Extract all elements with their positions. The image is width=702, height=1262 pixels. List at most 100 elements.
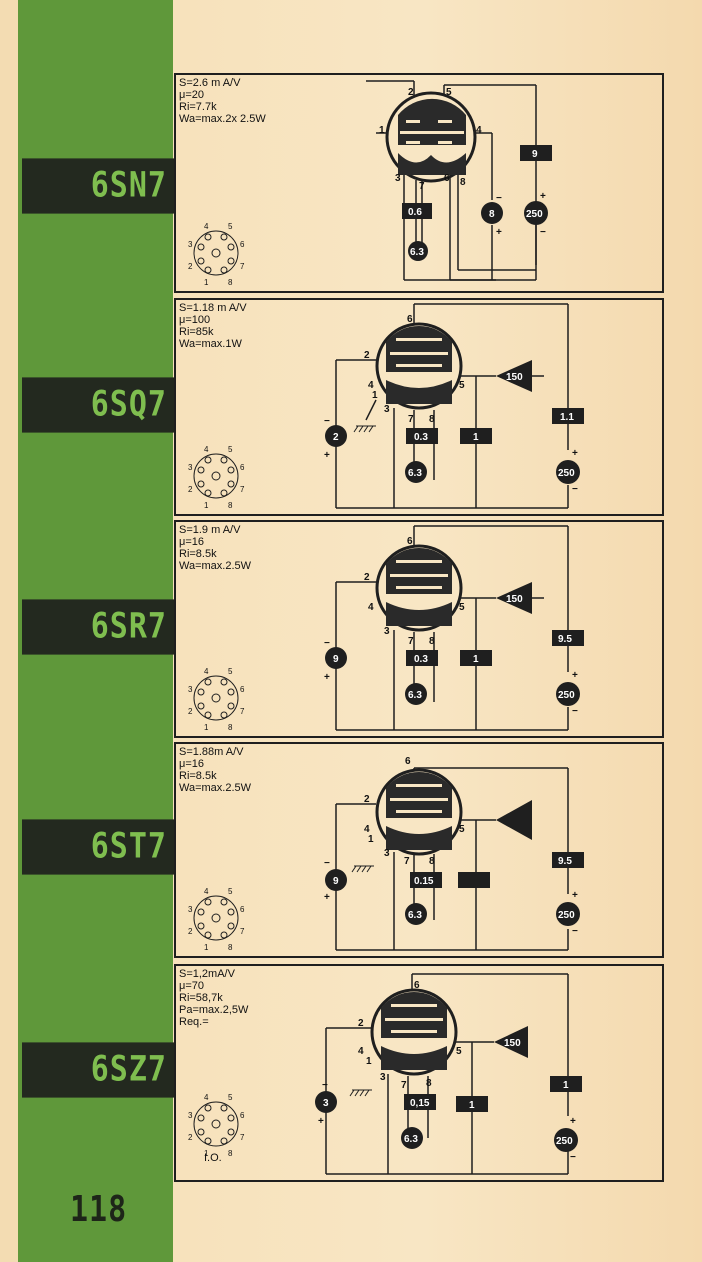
heater-value: 0.3	[414, 654, 428, 665]
pin-label-6: 6	[405, 756, 411, 767]
supply-minus-sign: −	[572, 926, 578, 937]
schematic-6sq7: 150 6 2 4 5 1 3 7 8 2 − + 0.3 6.3 1 1.1 …	[188, 303, 584, 510]
grid-bias-value: 9	[333, 654, 339, 665]
anode-load-box	[552, 630, 584, 646]
grid-minus-sign: −	[322, 1080, 328, 1091]
pin-label-4: 4	[368, 380, 374, 391]
anode-load-box	[552, 408, 584, 424]
screen-value: 1	[473, 432, 479, 443]
heater-value: 0.3	[414, 432, 428, 443]
grid-bias-badge	[315, 1091, 337, 1113]
octal-base-icon	[193, 1101, 239, 1147]
grid-plus-sign: +	[318, 1116, 324, 1127]
base-pin-6: 6	[240, 685, 245, 694]
pin-label-1: 1	[379, 125, 385, 136]
spec-mu: μ=100	[179, 314, 211, 326]
panel-6sr7: S=1.9 m A/V μ=16 Ri=8.5k Wa=max.2.5W 150…	[174, 520, 664, 738]
pin-label-3: 3	[380, 1072, 386, 1083]
base-pin-5: 5	[228, 1093, 233, 1102]
pin-label-1: 1	[368, 834, 374, 845]
supply-voltage-badge	[556, 902, 580, 926]
filament-value: 6.3	[408, 910, 422, 921]
base-pin-8: 8	[228, 278, 233, 287]
spec-list: S=1,2mA/V μ=70 Ri=58,7k Pa=max.2,5W Req.…	[179, 968, 248, 1028]
pin-label-7: 7	[419, 181, 425, 192]
supply-voltage-badge	[556, 460, 580, 484]
schematic-6sn7: 2 5 1 4 3 7 8 6 0.6 6.3 8 − + 9 250 + − …	[188, 80, 552, 287]
grid-bias-value: 3	[323, 1098, 329, 1109]
filament-value: 6.3	[408, 690, 422, 701]
base-pin-1: 1	[204, 1149, 209, 1158]
base-type-label: I.O.	[204, 1152, 222, 1164]
base-pin-1: 1	[204, 278, 209, 287]
pin-label-1: 1	[366, 1056, 372, 1067]
pin-label-4: 4	[476, 125, 482, 136]
grid-bias-value: 2	[333, 432, 339, 443]
base-pin-2: 2	[188, 927, 193, 936]
spec-ri: Ri=8.5k	[179, 770, 217, 782]
screen-resistor-box	[460, 650, 492, 666]
heater-resistor-box	[406, 428, 438, 444]
diode-value: 150	[504, 1038, 521, 1049]
base-pin-8: 8	[228, 1149, 233, 1158]
pin-label-8: 8	[426, 1078, 432, 1089]
base-pin-1: 1	[204, 943, 209, 952]
tab-6sq7[interactable]: 6SQ7	[22, 377, 175, 433]
ground-icon	[351, 865, 374, 873]
page-binding-margin	[0, 0, 18, 1262]
pin-label-2: 2	[408, 87, 414, 98]
grid-bias-badge	[325, 869, 347, 891]
spec-mu: μ=70	[179, 980, 204, 992]
base-pin-6: 6	[240, 463, 245, 472]
pin-label-2: 2	[364, 794, 370, 805]
grid-minus-sign: −	[324, 638, 330, 649]
pin-label-5: 5	[456, 1046, 462, 1057]
grid-plus-sign: +	[324, 450, 330, 461]
pin-label-1: 1	[372, 390, 378, 401]
grid-plus-sign: +	[324, 892, 330, 903]
spec-transconductance: S=1,2mA/V	[179, 968, 235, 980]
pin-label-6: 6	[407, 314, 413, 325]
base-pin-7: 7	[240, 707, 245, 716]
pin-label-2: 2	[364, 572, 370, 583]
pin-label-7: 7	[401, 1080, 407, 1091]
diode-triangle-icon	[494, 1026, 528, 1058]
base-pin-1: 1	[204, 501, 209, 510]
supply-voltage-badge	[556, 682, 580, 706]
base-pin-6: 6	[240, 240, 245, 249]
pin-label-8: 8	[460, 177, 466, 188]
base-pin-4: 4	[204, 667, 209, 676]
anode-load-value: 9.5	[558, 634, 572, 645]
tab-6st7[interactable]: 6ST7	[22, 819, 175, 875]
base-pin-5: 5	[228, 887, 233, 896]
tab-6sn7[interactable]: 6SN7	[22, 158, 175, 214]
spec-wa: Wa=max.2.5W	[179, 782, 252, 794]
supply-voltage-badge	[554, 1128, 578, 1152]
spec-pa: Pa=max.2,5W	[179, 1004, 249, 1016]
pin-label-3: 3	[384, 848, 390, 859]
tab-6sz7[interactable]: 6SZ7	[22, 1042, 175, 1098]
screen-resistor-box	[456, 1096, 488, 1112]
grid-minus-sign: −	[496, 193, 502, 204]
pin-label-3: 3	[395, 173, 401, 184]
base-pin-5: 5	[228, 667, 233, 676]
base-pin-7: 7	[240, 485, 245, 494]
grid-plus-sign: +	[324, 672, 330, 683]
heater-value: 0.15	[414, 876, 434, 887]
heater-resistor-box	[404, 1094, 436, 1110]
pin-label-4: 4	[368, 602, 374, 613]
base-pin-8: 8	[228, 943, 233, 952]
spec-req: Req.=	[179, 1016, 209, 1028]
panel-6sq7: S=1.18 m A/V μ=100 Ri=85k Wa=max.1W 150 …	[174, 298, 664, 516]
grid-minus-sign: −	[324, 858, 330, 869]
schematic-6st7: 6 2 4 5 1 3 7 8 9 − + 0.15 6.3 9.5 250 +…	[188, 756, 584, 952]
filament-voltage-badge	[405, 903, 427, 925]
base-pin-7: 7	[240, 1133, 245, 1142]
supply-value: 250	[558, 690, 575, 701]
tab-6sr7[interactable]: 6SR7	[22, 599, 175, 655]
pin-label-3: 3	[384, 626, 390, 637]
supply-plus-sign: +	[572, 890, 578, 901]
supply-minus-sign: −	[572, 484, 578, 495]
anode-load-box	[552, 852, 584, 868]
supply-plus-sign: +	[540, 191, 546, 202]
